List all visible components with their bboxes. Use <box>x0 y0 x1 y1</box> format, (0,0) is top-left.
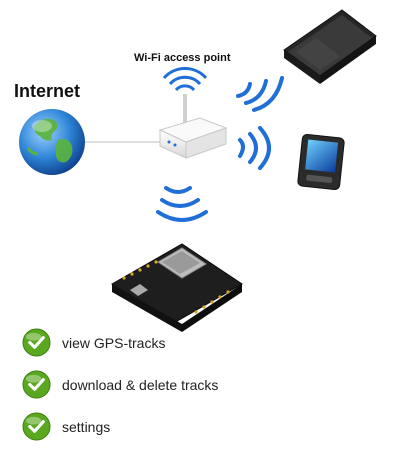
checkmark-icon <box>22 328 51 357</box>
access-point-label: Wi-Fi access point <box>134 52 231 64</box>
checkmark-icon <box>22 412 51 441</box>
laptop-icon <box>283 9 377 84</box>
esp8266-board-icon <box>111 243 243 332</box>
wifi-waves-laptop <box>236 76 284 112</box>
router-signal-waves <box>162 67 208 92</box>
router-icon <box>158 67 228 159</box>
wifi-waves-board <box>156 186 208 222</box>
checkmark-icon <box>22 370 51 399</box>
feature-label: view GPS-tracks <box>62 334 166 351</box>
globe-icon <box>19 109 85 175</box>
feature-item-view-gps-tracks: view GPS-tracks <box>22 328 382 357</box>
feature-item-download-delete-tracks: download & delete tracks <box>22 370 382 399</box>
feature-label: download & delete tracks <box>62 376 219 393</box>
feature-label: settings <box>62 418 111 435</box>
internet-label: Internet <box>14 81 81 101</box>
wifi-waves-phone <box>238 126 271 170</box>
feature-item-settings: settings <box>22 412 382 441</box>
smartphone-icon <box>297 133 345 191</box>
feature-list: view GPS-tracks download & delete tracks… <box>22 328 382 454</box>
